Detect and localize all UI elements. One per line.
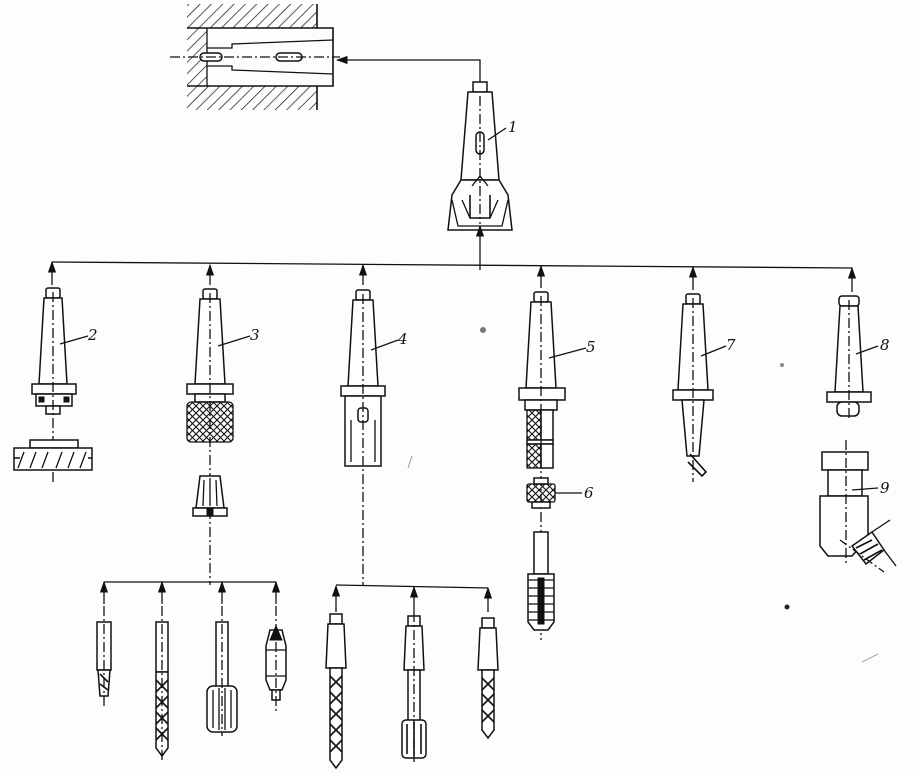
taper-reamer bbox=[401, 585, 427, 762]
tool-9: 9 bbox=[819, 440, 897, 573]
label-2: 2 bbox=[87, 326, 98, 344]
label-3: 3 bbox=[250, 326, 260, 344]
reamer bbox=[206, 580, 238, 736]
holder-5: 5 bbox=[518, 264, 596, 640]
label-7: 7 bbox=[726, 336, 736, 354]
tap bbox=[527, 531, 555, 631]
center-drill bbox=[265, 580, 287, 712]
adapter-1: 1 bbox=[447, 81, 518, 270]
label-5: 5 bbox=[586, 338, 596, 356]
scan-specks bbox=[407, 327, 879, 663]
taper-drill-long bbox=[325, 584, 347, 770]
end-mill-small bbox=[96, 580, 112, 708]
twist-drill bbox=[155, 580, 169, 760]
label-4: 4 bbox=[397, 330, 408, 348]
connector-to-spindle bbox=[335, 55, 481, 82]
label-1: 1 bbox=[508, 118, 518, 136]
holder-7: 7 bbox=[672, 265, 736, 482]
main-distribution-bus bbox=[47, 260, 853, 285]
label-6: 6 bbox=[584, 484, 594, 502]
label-8: 8 bbox=[880, 336, 890, 354]
taper-short-drill bbox=[477, 586, 499, 740]
holder-4: 4 bbox=[335, 263, 489, 589]
holder-3: 3 bbox=[186, 263, 260, 585]
collet bbox=[104, 475, 276, 583]
holder-8: 8 bbox=[826, 266, 890, 420]
label-9: 9 bbox=[880, 479, 890, 497]
disk-cutter bbox=[13, 439, 93, 471]
adapter-6: 6 bbox=[526, 477, 594, 509]
machine-spindle bbox=[170, 4, 340, 110]
